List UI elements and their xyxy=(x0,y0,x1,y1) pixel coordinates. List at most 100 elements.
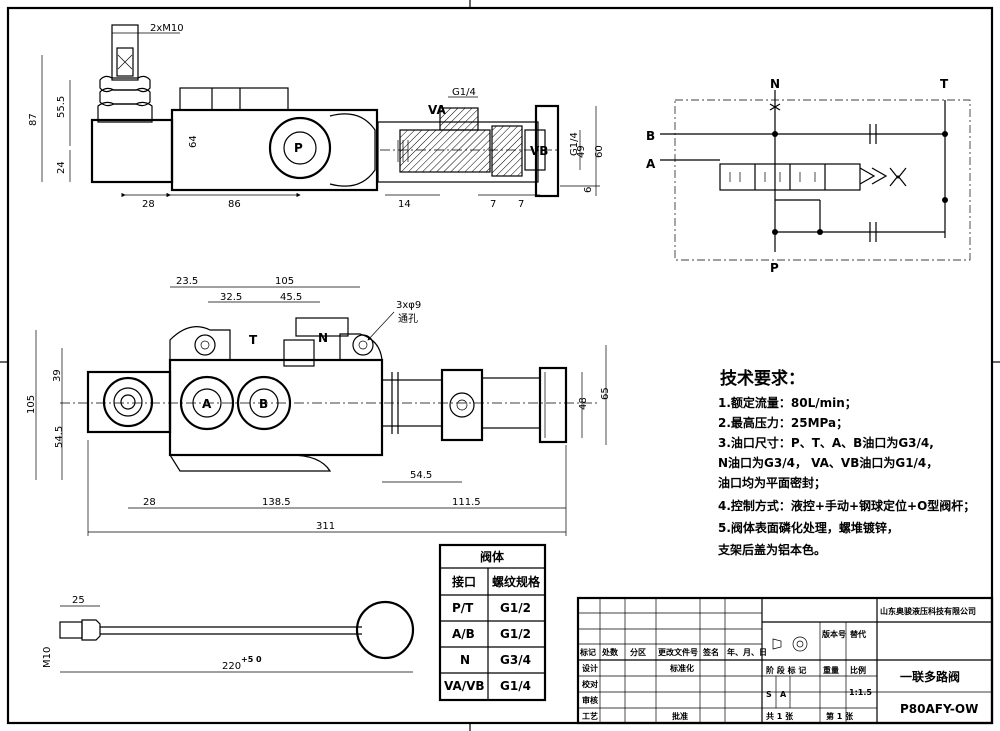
dim-87: 87 xyxy=(28,113,39,126)
top-view xyxy=(90,24,560,198)
dim-top-28: 28 xyxy=(142,199,155,210)
label-port-va: VA xyxy=(428,103,446,117)
rev-header: 分区 xyxy=(630,647,646,657)
dim-2xm10: 2xM10 xyxy=(150,23,184,34)
label-port-a: A xyxy=(202,397,212,411)
port-table-header-thread: 螺纹规格 xyxy=(492,574,541,589)
dim-55-5: 55.5 xyxy=(56,96,67,118)
dim-lever-25: 25 xyxy=(72,595,85,606)
requirement-line: 1.额定流量：80L/min； xyxy=(718,395,857,410)
tb-design: 设计 xyxy=(582,663,598,673)
dim-holes: 3xφ9 xyxy=(396,300,421,311)
dim-lever-220: 220 xyxy=(222,661,241,672)
tb-replace: 替代 xyxy=(850,629,866,639)
tb-version-no: 版本号 xyxy=(821,629,846,639)
port-table-row-port: A/B xyxy=(452,627,475,641)
front-view-labels: A B T N xyxy=(202,331,328,411)
rev-header: 签名 xyxy=(702,647,719,657)
requirement-line: 4.控制方式：液控+手动+钢球定位+O型阀杆； xyxy=(718,498,975,513)
dim-49: 49 xyxy=(576,145,587,158)
dim-64: 64 xyxy=(188,135,199,148)
dim-front-28: 28 xyxy=(143,497,156,508)
tb-scale-label: 比例 xyxy=(850,665,866,675)
dim-105-top: 105 xyxy=(275,276,294,287)
tb-product: 一联多路阀 xyxy=(900,669,960,684)
tb-sheet-no: 第 1 张 xyxy=(826,711,854,721)
dim-45-5: 45.5 xyxy=(280,292,302,303)
port-table: 阀体 接口 螺纹规格 P/T G1/2 A/B G1/2 N G3/4 VA/V… xyxy=(438,543,547,702)
port-table-row-thread: G1/2 xyxy=(500,627,531,641)
tb-stage-a: A xyxy=(780,690,787,699)
label-port-p: P xyxy=(294,141,303,155)
requirement-line: 3.油口尺寸：P、T、A、B油口为G3/4, xyxy=(718,435,934,450)
dim-48: 48 xyxy=(578,397,589,410)
top-view-labels: P VA VB G1/4 G1/4 xyxy=(294,87,580,158)
dim-32-5: 32.5 xyxy=(220,292,242,303)
tb-review: 审核 xyxy=(582,695,598,705)
dim-lever-tol: +5 0 xyxy=(241,655,262,664)
tb-company: 山东奥骏液压科技有限公司 xyxy=(880,606,976,616)
rev-header: 更改文件号 xyxy=(658,647,698,657)
port-table-row-thread: G1/2 xyxy=(500,601,531,615)
tb-weight: 重量 xyxy=(823,665,839,675)
schematic-n: N xyxy=(770,77,780,91)
port-table-row-port: N xyxy=(460,653,470,667)
tb-stage-s: S xyxy=(766,690,772,699)
dim-24: 24 xyxy=(56,161,67,174)
dim-7a: 7 xyxy=(490,199,496,210)
dim-lever-m10: M10 xyxy=(42,647,53,668)
hydraulic-schematic xyxy=(660,90,971,261)
dim-39: 39 xyxy=(52,369,63,382)
schematic-b: B xyxy=(646,129,655,143)
dim-54-5-bottom: 54.5 xyxy=(410,470,432,481)
schematic-p: P xyxy=(770,261,779,275)
port-table-row-port: P/T xyxy=(452,601,474,615)
dim-7b: 7 xyxy=(518,199,524,210)
port-table-title: 阀体 xyxy=(480,549,505,564)
schematic-t: T xyxy=(940,77,949,91)
tb-check: 校对 xyxy=(582,679,598,689)
title-block: 标记 处数 分区 更改文件号 签名 年、月、日 设计 标准化 校对 审核 工艺 … xyxy=(576,596,994,725)
port-table-row-thread: G1/4 xyxy=(500,679,531,693)
requirement-line: 5.阀体表面磷化处理，螺堆镀锌， xyxy=(718,520,899,535)
dim-54-5-side: 54.5 xyxy=(54,426,65,448)
schematic-labels: N T B A P xyxy=(646,77,949,275)
requirement-line: N油口为G3/4， VA、VB油口为G1/4， xyxy=(718,455,938,470)
port-table-row-port: VA/VB xyxy=(444,679,485,693)
technical-requirements: 技术要求： 1.额定流量：80L/min； 2.最高压力：25MPa； 3.油口… xyxy=(717,368,975,557)
tb-code: P80AFY-OW xyxy=(900,702,978,716)
top-view-dimensions: 2xM10 87 55.5 24 64 28 86 14 7 7 49 60 6 xyxy=(28,23,605,210)
label-g14-top: G1/4 xyxy=(452,87,476,98)
schematic-a: A xyxy=(646,157,656,171)
dim-14: 14 xyxy=(398,199,411,210)
label-port-t: T xyxy=(249,333,258,347)
port-table-header-port: 接口 xyxy=(452,574,476,589)
dim-105-side: 105 xyxy=(26,395,37,414)
dim-6: 6 xyxy=(583,187,594,193)
port-table-row-thread: G3/4 xyxy=(500,653,531,667)
tb-scale: 1:1.5 xyxy=(849,688,872,697)
front-view-dimensions: 23.5 105 32.5 45.5 3xφ9 通孔 105 39 54.5 5… xyxy=(26,276,611,536)
dim-60: 60 xyxy=(594,145,605,158)
tb-sheets-total: 共 1 张 xyxy=(766,711,794,721)
front-view xyxy=(60,317,600,472)
rev-header: 处数 xyxy=(601,647,619,657)
requirements-title: 技术要求： xyxy=(720,368,805,389)
label-port-vb: VB xyxy=(530,144,548,158)
tb-std: 标准化 xyxy=(669,663,694,673)
dim-111-5: 111.5 xyxy=(452,497,481,508)
dim-23-5: 23.5 xyxy=(176,276,198,287)
dim-holes-note: 通孔 xyxy=(398,313,418,325)
dim-65: 65 xyxy=(600,387,611,400)
label-port-n: N xyxy=(318,331,328,345)
dim-311: 311 xyxy=(316,521,335,532)
rev-header: 标记 xyxy=(579,647,596,657)
label-g14-side: G1/4 xyxy=(569,132,580,156)
label-port-b: B xyxy=(259,397,268,411)
requirement-line: 油口均为平面密封； xyxy=(718,475,826,490)
tb-approve: 批准 xyxy=(672,711,688,721)
rev-header: 年、月、日 xyxy=(727,647,767,657)
lever-drawing: 25 M10 220 +5 0 xyxy=(42,595,415,673)
